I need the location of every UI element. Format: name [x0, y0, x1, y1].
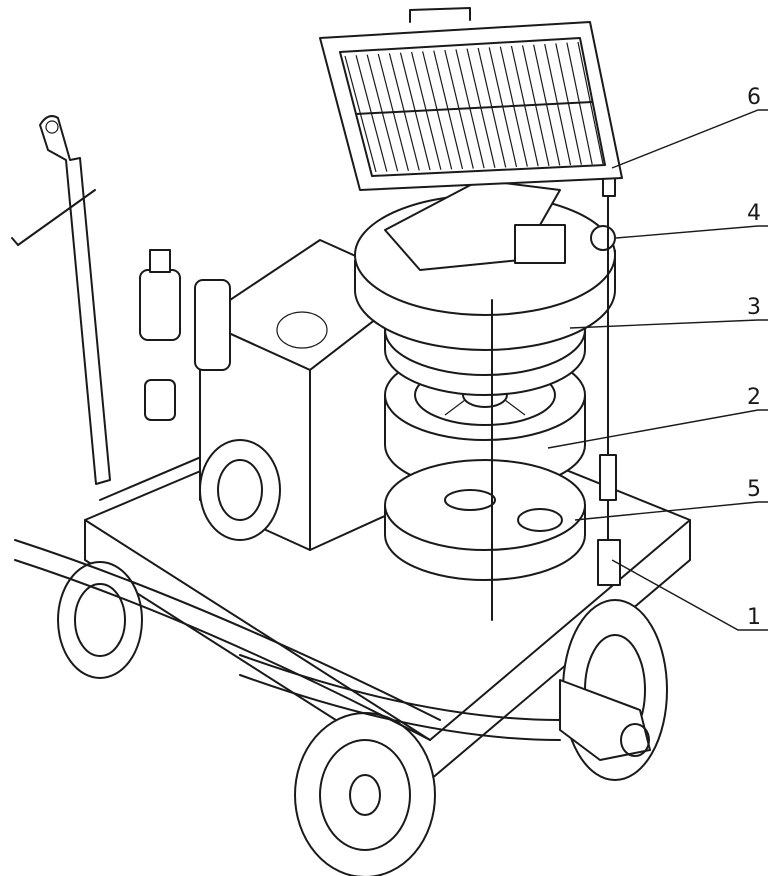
hoses: [14, 539, 651, 761]
leader-5: [574, 501, 768, 521]
part-5-base-plate: [384, 459, 586, 581]
callout-label-6: 6: [747, 85, 761, 110]
callouts: 6 4 3 2 5 1: [547, 85, 768, 631]
callout-label-1: 1: [747, 605, 761, 630]
leader-2: [547, 409, 768, 449]
wheel-rear-left: [57, 561, 143, 679]
callout-label-5: 5: [747, 477, 761, 502]
leader-1: [611, 559, 768, 631]
callout-label-3: 3: [747, 295, 761, 320]
wheel-front-left: [294, 712, 436, 876]
top-housing: [354, 179, 616, 351]
push-handle: [11, 115, 111, 485]
hopper-grate: [319, 7, 623, 191]
leader-4: [615, 225, 768, 239]
leader-6: [611, 109, 768, 169]
callout-label-4: 4: [747, 201, 761, 226]
tie-rods: [491, 171, 621, 621]
air-regulator: [139, 249, 231, 421]
leader-3: [569, 319, 768, 329]
callout-label-2: 2: [747, 385, 761, 410]
